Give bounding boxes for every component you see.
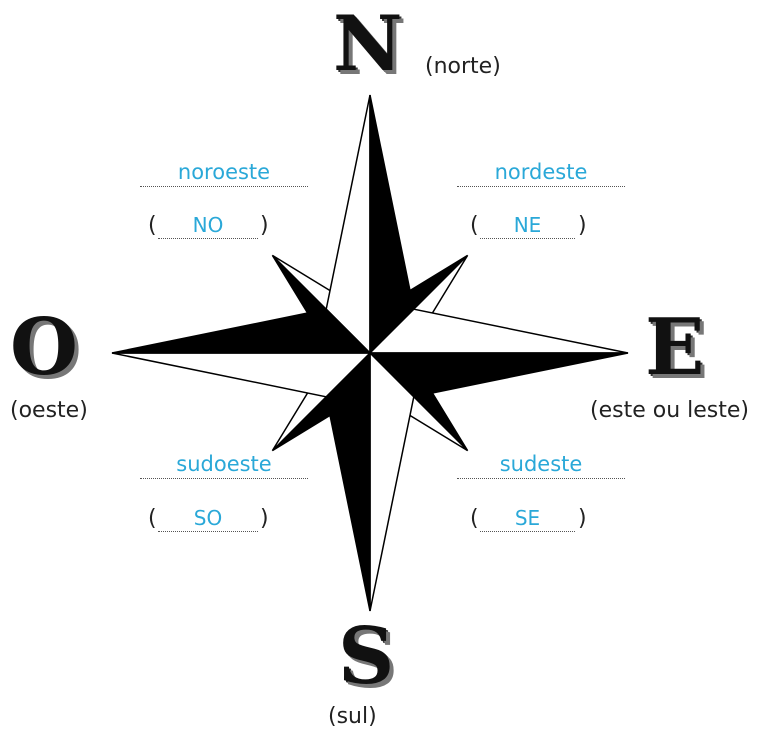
northwest-open-paren: ( <box>148 215 157 237</box>
arm-west-left-half <box>112 353 370 397</box>
north-letter: N <box>333 6 402 82</box>
southwest-abbr-row: ( SO ) <box>148 508 268 538</box>
southeast-abbr-row: ( SE ) <box>470 508 590 538</box>
southwest-close-paren: ) <box>260 508 269 530</box>
north-label: (norte) <box>425 56 501 78</box>
east-letter: E <box>645 309 704 387</box>
southeast-name: sudeste <box>457 454 625 479</box>
southwest-abbr: SO <box>158 508 258 532</box>
northeast-abbr-row: ( NE ) <box>470 215 590 245</box>
west-label: (oeste) <box>10 400 88 422</box>
arm-west-right-half <box>112 309 370 353</box>
northeast-open-paren: ( <box>470 215 479 237</box>
arm-south-right-half <box>326 353 370 611</box>
northeast-abbr: NE <box>480 215 575 239</box>
southeast-open-paren: ( <box>470 508 479 530</box>
southeast-abbr: SE <box>480 508 575 532</box>
northeast-close-paren: ) <box>578 215 587 237</box>
arm-south-left-half <box>370 353 414 611</box>
arm-east-left-half <box>370 309 628 353</box>
arm-east-right-half <box>370 353 628 397</box>
east-label: (este ou leste) <box>590 400 749 422</box>
south-letter: S <box>338 618 394 696</box>
west-letter: O <box>10 309 78 387</box>
southwest-name: sudoeste <box>140 454 308 479</box>
northwest-close-paren: ) <box>260 215 269 237</box>
northwest-abbr-row: ( NO ) <box>148 215 268 245</box>
arm-north-right-half <box>370 95 414 353</box>
northwest-name: noroeste <box>140 162 308 187</box>
southwest-open-paren: ( <box>148 508 157 530</box>
southeast-close-paren: ) <box>578 508 587 530</box>
south-label: (sul) <box>328 706 377 728</box>
northeast-name: nordeste <box>457 162 625 187</box>
arm-north-left-half <box>326 95 370 353</box>
northwest-abbr: NO <box>158 215 258 239</box>
